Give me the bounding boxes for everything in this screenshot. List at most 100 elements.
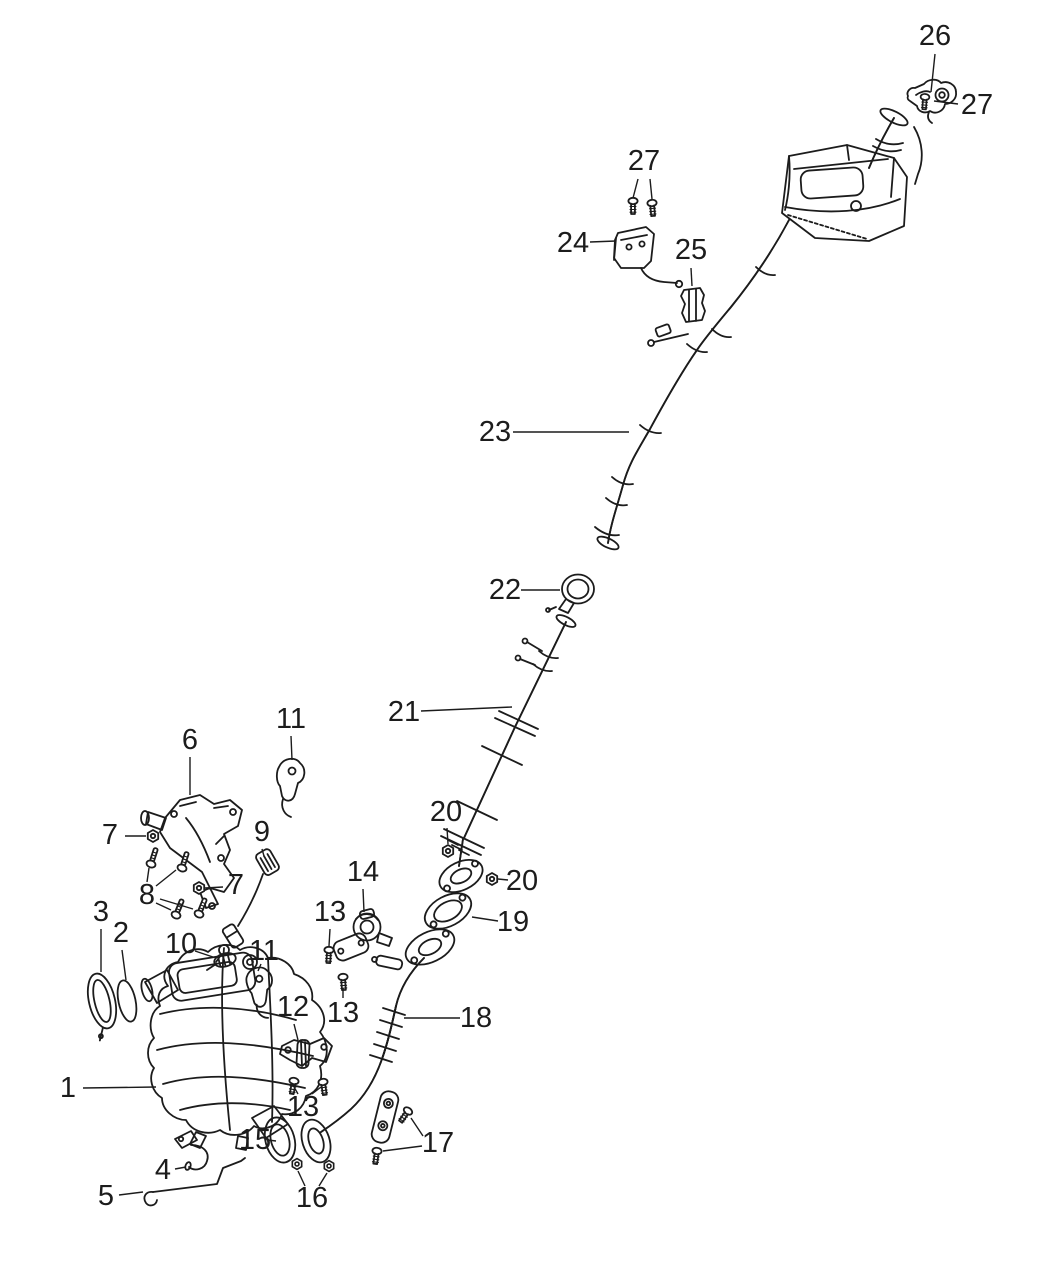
pipe-hanger-rod [647,323,689,347]
screw-icon [317,1077,331,1097]
screw-icon [322,945,335,965]
callout-label-20[interactable]: 20 [430,796,462,828]
callout-label-4[interactable]: 4 [155,1154,171,1186]
catalytic-converter [140,944,328,1151]
callout-label-24[interactable]: 24 [557,227,589,259]
temperature-sensor [215,848,280,963]
callout-label-25[interactable]: 25 [675,234,707,266]
callout-leader-21 [420,706,513,712]
flange-nut-icon [441,844,455,858]
screw-icon [627,196,639,215]
callout-leader-5 [118,1191,144,1196]
callout-label-27[interactable]: 27 [961,89,993,121]
callout-label-27[interactable]: 27 [628,145,660,177]
callout-label-8[interactable]: 8 [139,879,155,911]
flange-nut-icon [485,872,499,886]
callout-label-3[interactable]: 3 [93,896,109,928]
callout-label-5[interactable]: 5 [98,1180,114,1212]
callout-label-17[interactable]: 17 [422,1127,454,1159]
callout-leader-8 [159,898,194,910]
sensor-tube-long [143,1157,246,1207]
wing-bracket [279,1037,333,1069]
callout-label-26[interactable]: 26 [919,20,951,52]
exhaust-hanger [906,78,957,124]
callout-leader-17 [382,1145,423,1152]
callout-leader-24 [589,240,617,243]
callout-leader-20 [446,827,449,845]
pipe-bracket [370,1090,400,1144]
callout-leader-11 [257,963,262,972]
hex-nut-icon [146,829,160,843]
callout-label-11[interactable]: 11 [276,703,306,735]
callout-label-9[interactable]: 9 [254,816,270,848]
callout-leader-1 [82,1086,157,1089]
screw-icon [369,1146,383,1166]
flange-gasket [423,892,473,930]
callout-leader-8 [146,867,150,883]
callout-label-15[interactable]: 15 [239,1124,271,1156]
callout-leader-13 [328,928,331,947]
callout-leader-10 [194,950,214,958]
callout-label-6[interactable]: 6 [182,724,198,756]
seal-ring [116,979,138,1023]
callout-label-2[interactable]: 2 [113,917,129,949]
callout-label-1[interactable]: 1 [60,1072,76,1104]
exhaust-valve-actuator [332,908,393,962]
callout-label-18[interactable]: 18 [460,1002,492,1034]
intermediate-pipe [594,219,790,551]
callout-leader-15 [267,1139,277,1142]
artwork-layer [86,78,957,1207]
exhaust-isolator [680,287,706,323]
callout-leader-19 [471,916,499,922]
small-bracket [275,757,306,818]
screw-icon [646,198,659,218]
callout-leader-13 [293,1086,299,1095]
callout-leader-16 [297,1170,306,1187]
callout-label-22[interactable]: 22 [489,574,521,606]
flange-nut-icon [291,1157,303,1171]
callout-leader-20 [497,878,509,881]
band-clamp [545,573,595,614]
callout-leader-27 [933,100,959,105]
tailpipe [868,107,909,169]
small-bracket [245,966,273,1019]
callout-label-23[interactable]: 23 [479,416,511,448]
screw-icon [337,972,350,992]
callout-label-12[interactable]: 12 [277,991,309,1023]
callout-label-16[interactable]: 16 [296,1182,328,1214]
callout-leader-11 [290,735,293,761]
callout-leader-27 [632,178,639,199]
hex-nut-icon [192,881,206,895]
callout-leader-27 [649,178,653,200]
support-bracket [613,226,684,289]
callout-label-11[interactable]: 11 [249,935,279,967]
callout-label-13[interactable]: 13 [327,997,359,1029]
callout-label-13[interactable]: 13 [314,896,346,928]
callout-leader-8 [155,902,172,911]
callout-leader-17 [410,1117,424,1137]
callout-label-7[interactable]: 7 [228,869,244,901]
callout-label-7[interactable]: 7 [102,819,118,851]
callout-label-14[interactable]: 14 [347,856,379,888]
callout-label-10[interactable]: 10 [165,928,197,960]
v-band-clamp [86,972,118,1042]
callout-leader-4 [174,1166,187,1170]
callout-label-19[interactable]: 19 [497,906,529,938]
callout-leader-2 [121,949,127,981]
muffler-hanger-rod [913,126,923,185]
bolt-icon [169,897,188,921]
flange-nut-icon [323,1159,335,1173]
callout-label-20[interactable]: 20 [506,865,538,897]
callout-leader-26 [930,53,936,93]
callout-leader-9 [261,848,265,857]
muffler [781,144,908,242]
callout-label-13[interactable]: 13 [287,1091,319,1123]
callout-leader-25 [690,267,693,287]
callout-leader-12 [293,1023,299,1041]
leader-lines [82,53,959,1196]
callout-label-21[interactable]: 21 [388,696,420,728]
sensor-clamp [206,952,237,971]
front-exhaust-pipe [300,928,456,1164]
